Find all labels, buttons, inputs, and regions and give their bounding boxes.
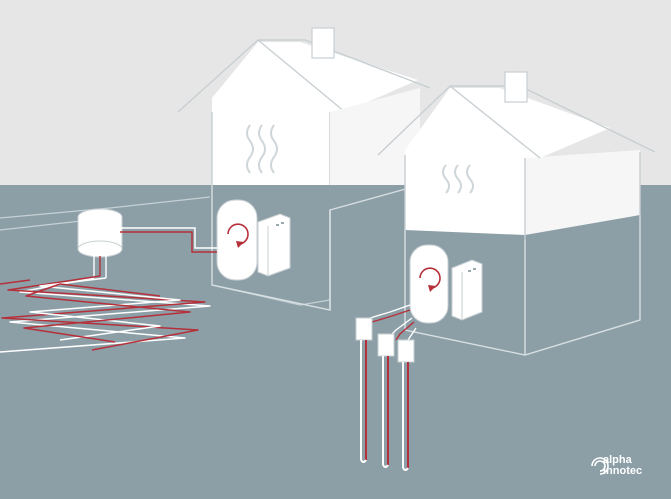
house-1-storage-tank xyxy=(216,199,258,281)
house-2-heat-pump-unit xyxy=(451,259,483,321)
brand-logo: alpha innotec xyxy=(591,454,642,477)
logo-line-2: innotec xyxy=(603,465,642,477)
circular-arrow-icon xyxy=(419,267,441,292)
house-1-roof-wall xyxy=(212,42,418,185)
house-2-storage-tank xyxy=(409,244,449,324)
house-2 xyxy=(377,71,656,356)
house-1-chimney xyxy=(311,27,335,59)
heat-waves-icon xyxy=(442,164,474,194)
borehole-probe-3 xyxy=(397,339,415,471)
circular-arrow-icon xyxy=(227,223,249,248)
house-1-heat-pump-unit xyxy=(257,213,291,277)
borehole-probe-1 xyxy=(355,317,373,463)
house-1 xyxy=(177,27,431,311)
house-2-chimney xyxy=(504,71,528,103)
house-2-roof-wall xyxy=(405,88,610,235)
heat-waves-icon xyxy=(246,124,278,174)
alpha-innotec-swirl-icon xyxy=(591,457,609,475)
logo-line-1: alpha xyxy=(603,454,633,466)
ground-collector-system xyxy=(0,208,217,353)
borehole-probes xyxy=(355,304,417,471)
horizontal-collector-loops xyxy=(0,275,211,353)
borehole-probe-2 xyxy=(377,333,395,468)
